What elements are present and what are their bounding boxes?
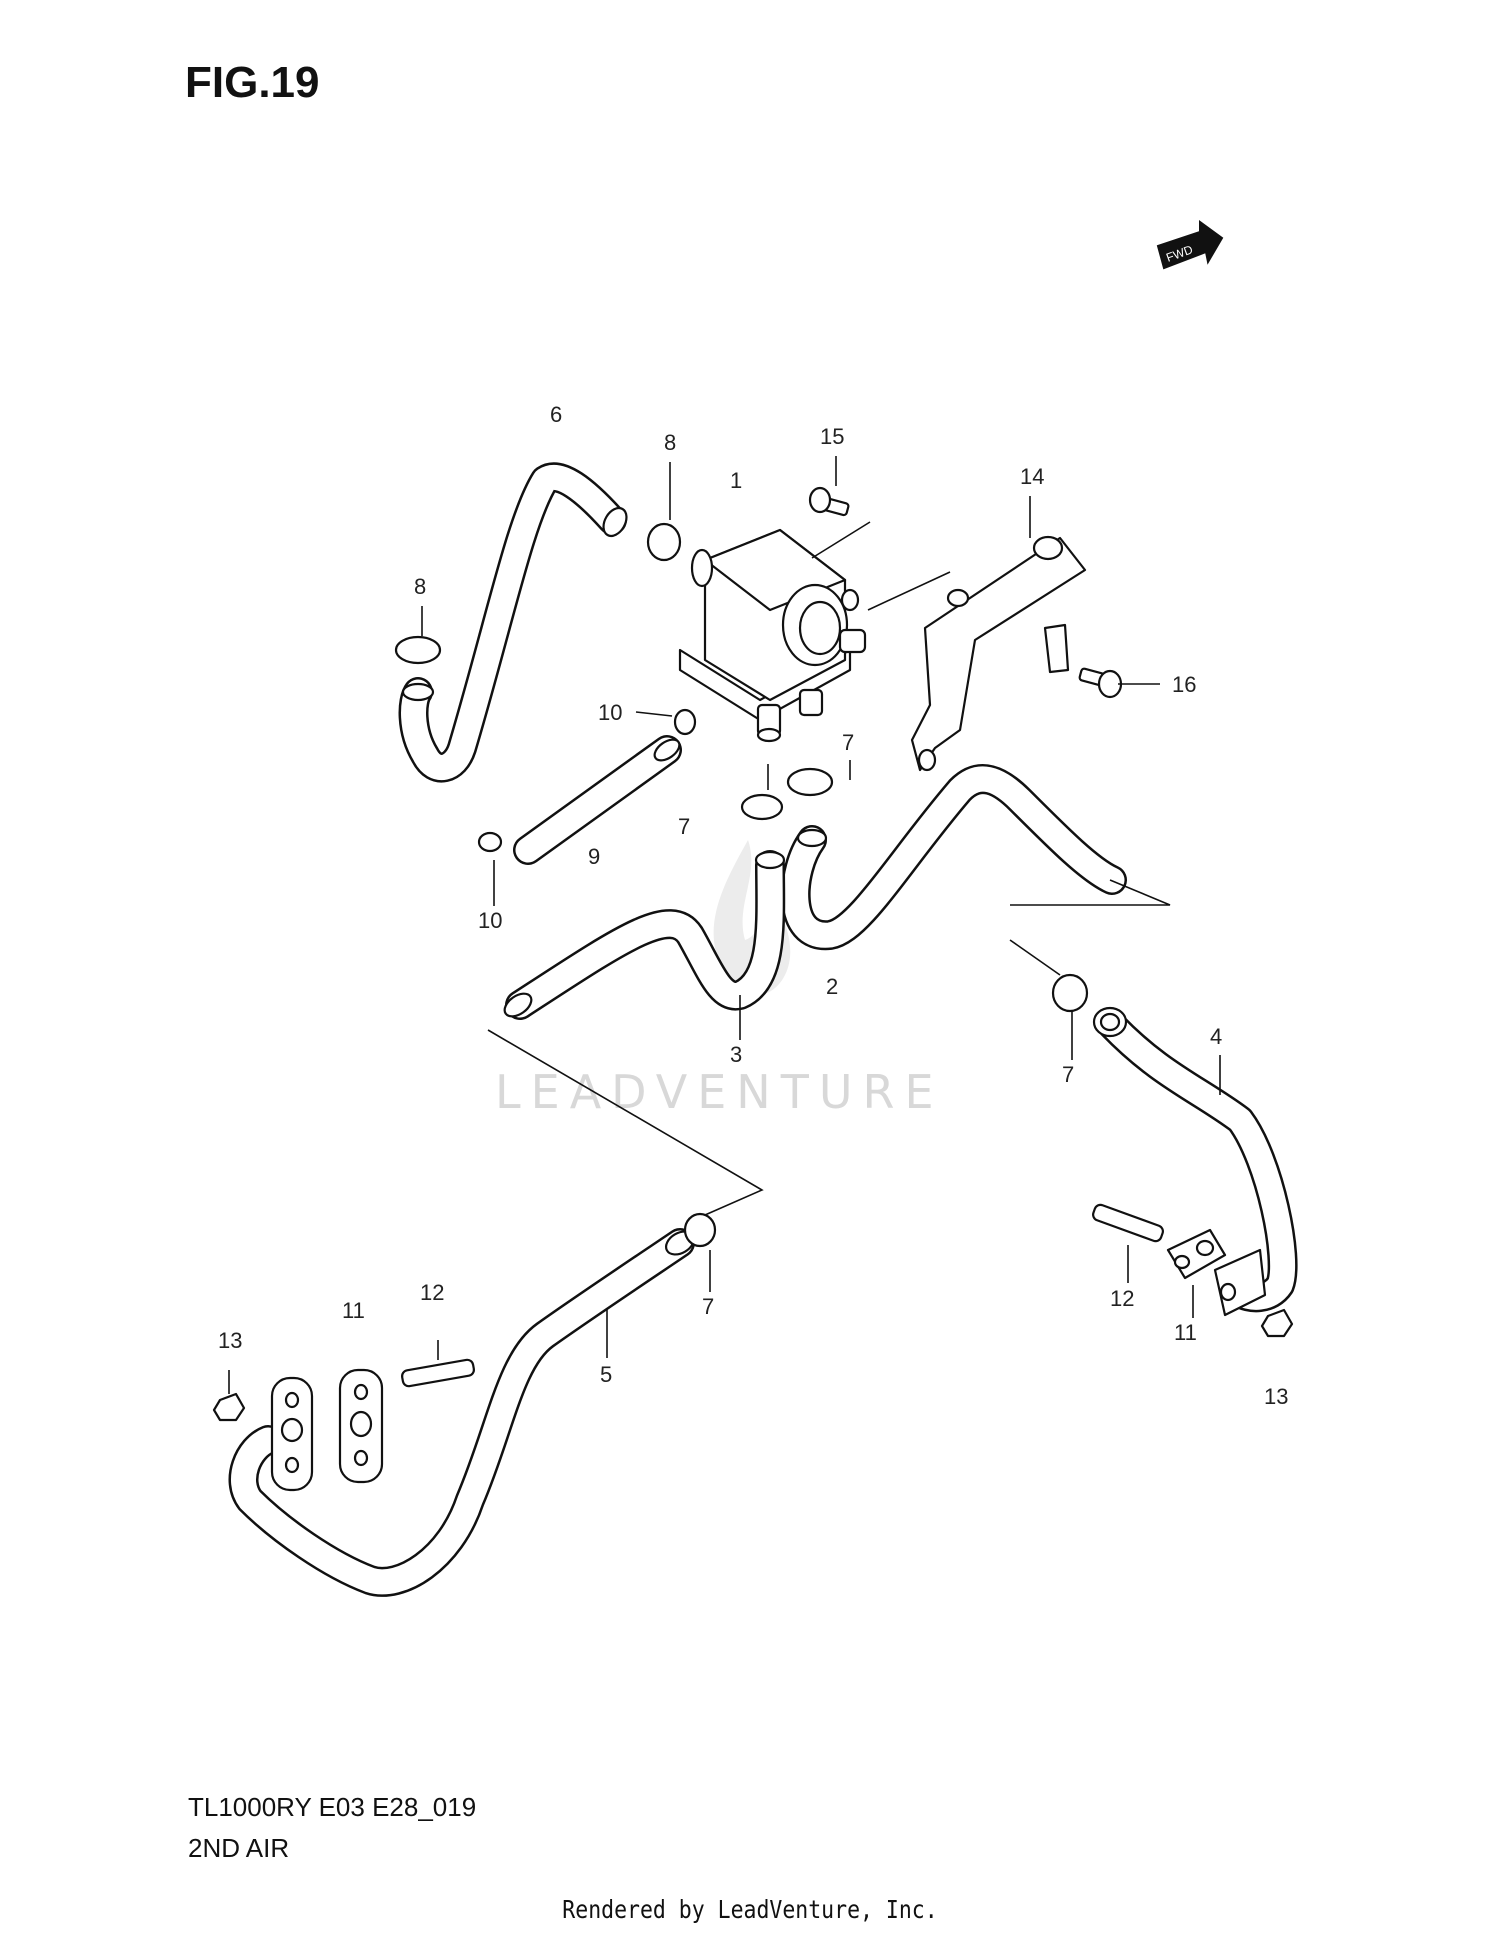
pipe-5	[228, 1228, 696, 1597]
clamp-8a	[646, 522, 682, 562]
hose-3	[503, 850, 786, 1020]
callout-14: 14	[1020, 464, 1044, 489]
callout-3: 3	[730, 1042, 742, 1067]
gasket-11-left	[338, 1368, 384, 1484]
clamp-8b	[394, 635, 442, 665]
callout-5: 5	[600, 1362, 612, 1387]
callout-10a: 10	[598, 700, 622, 725]
model-code: TL1000RY E03 E28_019	[188, 1792, 477, 1822]
clamp-7d	[683, 1212, 717, 1248]
clamps	[394, 522, 1089, 1248]
callout-2: 2	[826, 974, 838, 999]
leader-lines	[228, 456, 1221, 1394]
clamp-7c	[1051, 973, 1089, 1013]
bolt-15	[808, 486, 850, 517]
rendered-by-credit: Rendered by LeadVenture, Inc.	[562, 1895, 938, 1924]
callout-10b: 10	[478, 908, 502, 933]
callout-7b: 7	[678, 814, 690, 839]
callout-9: 9	[588, 844, 600, 869]
callout-12a: 12	[420, 1280, 444, 1305]
nut-13-left	[212, 1392, 246, 1422]
watermark-text: LEADVENTURE	[495, 1065, 944, 1119]
clamp-10b	[477, 831, 503, 853]
hose-2	[780, 764, 1127, 951]
bracket-14	[910, 535, 1087, 772]
diagram-name: 2ND AIR	[188, 1833, 290, 1863]
gasket-11-right	[1166, 1228, 1227, 1280]
bolt-16	[1078, 667, 1123, 699]
callout-8b: 8	[414, 574, 426, 599]
stud-12-right	[1092, 1203, 1164, 1243]
callout-13a: 13	[218, 1328, 242, 1353]
pipe-4	[1092, 1006, 1298, 1317]
callout-7a: 7	[842, 730, 854, 755]
callout-12b: 12	[1110, 1286, 1134, 1311]
figure-title: FIG.19	[185, 58, 320, 107]
callout-11a: 11	[342, 1298, 365, 1323]
callout-11b: 11	[1174, 1320, 1197, 1345]
air-valve-1	[678, 528, 867, 743]
callout-4: 4	[1210, 1024, 1222, 1049]
callout-8a: 8	[664, 430, 676, 455]
clamp-10a	[673, 708, 697, 736]
hose-6	[398, 462, 628, 783]
fwd-arrow-icon: FWD	[1156, 220, 1224, 270]
clamp-7a	[786, 767, 834, 797]
callout-7c: 7	[1062, 1062, 1074, 1087]
callouts: 1 6 8 15 14 8 16 10 7 7 9 10 2 3 4 7 7 1…	[218, 402, 1288, 1409]
clamp-7b	[740, 793, 784, 821]
callout-15: 15	[820, 424, 844, 449]
hose-9	[513, 735, 682, 865]
stud-12-left	[401, 1358, 475, 1388]
callout-7d: 7	[702, 1294, 714, 1319]
callout-6: 6	[550, 402, 562, 427]
callout-13b: 13	[1264, 1384, 1288, 1409]
callout-1: 1	[730, 468, 742, 493]
nut-13-right	[1260, 1308, 1294, 1338]
callout-16: 16	[1172, 672, 1196, 697]
